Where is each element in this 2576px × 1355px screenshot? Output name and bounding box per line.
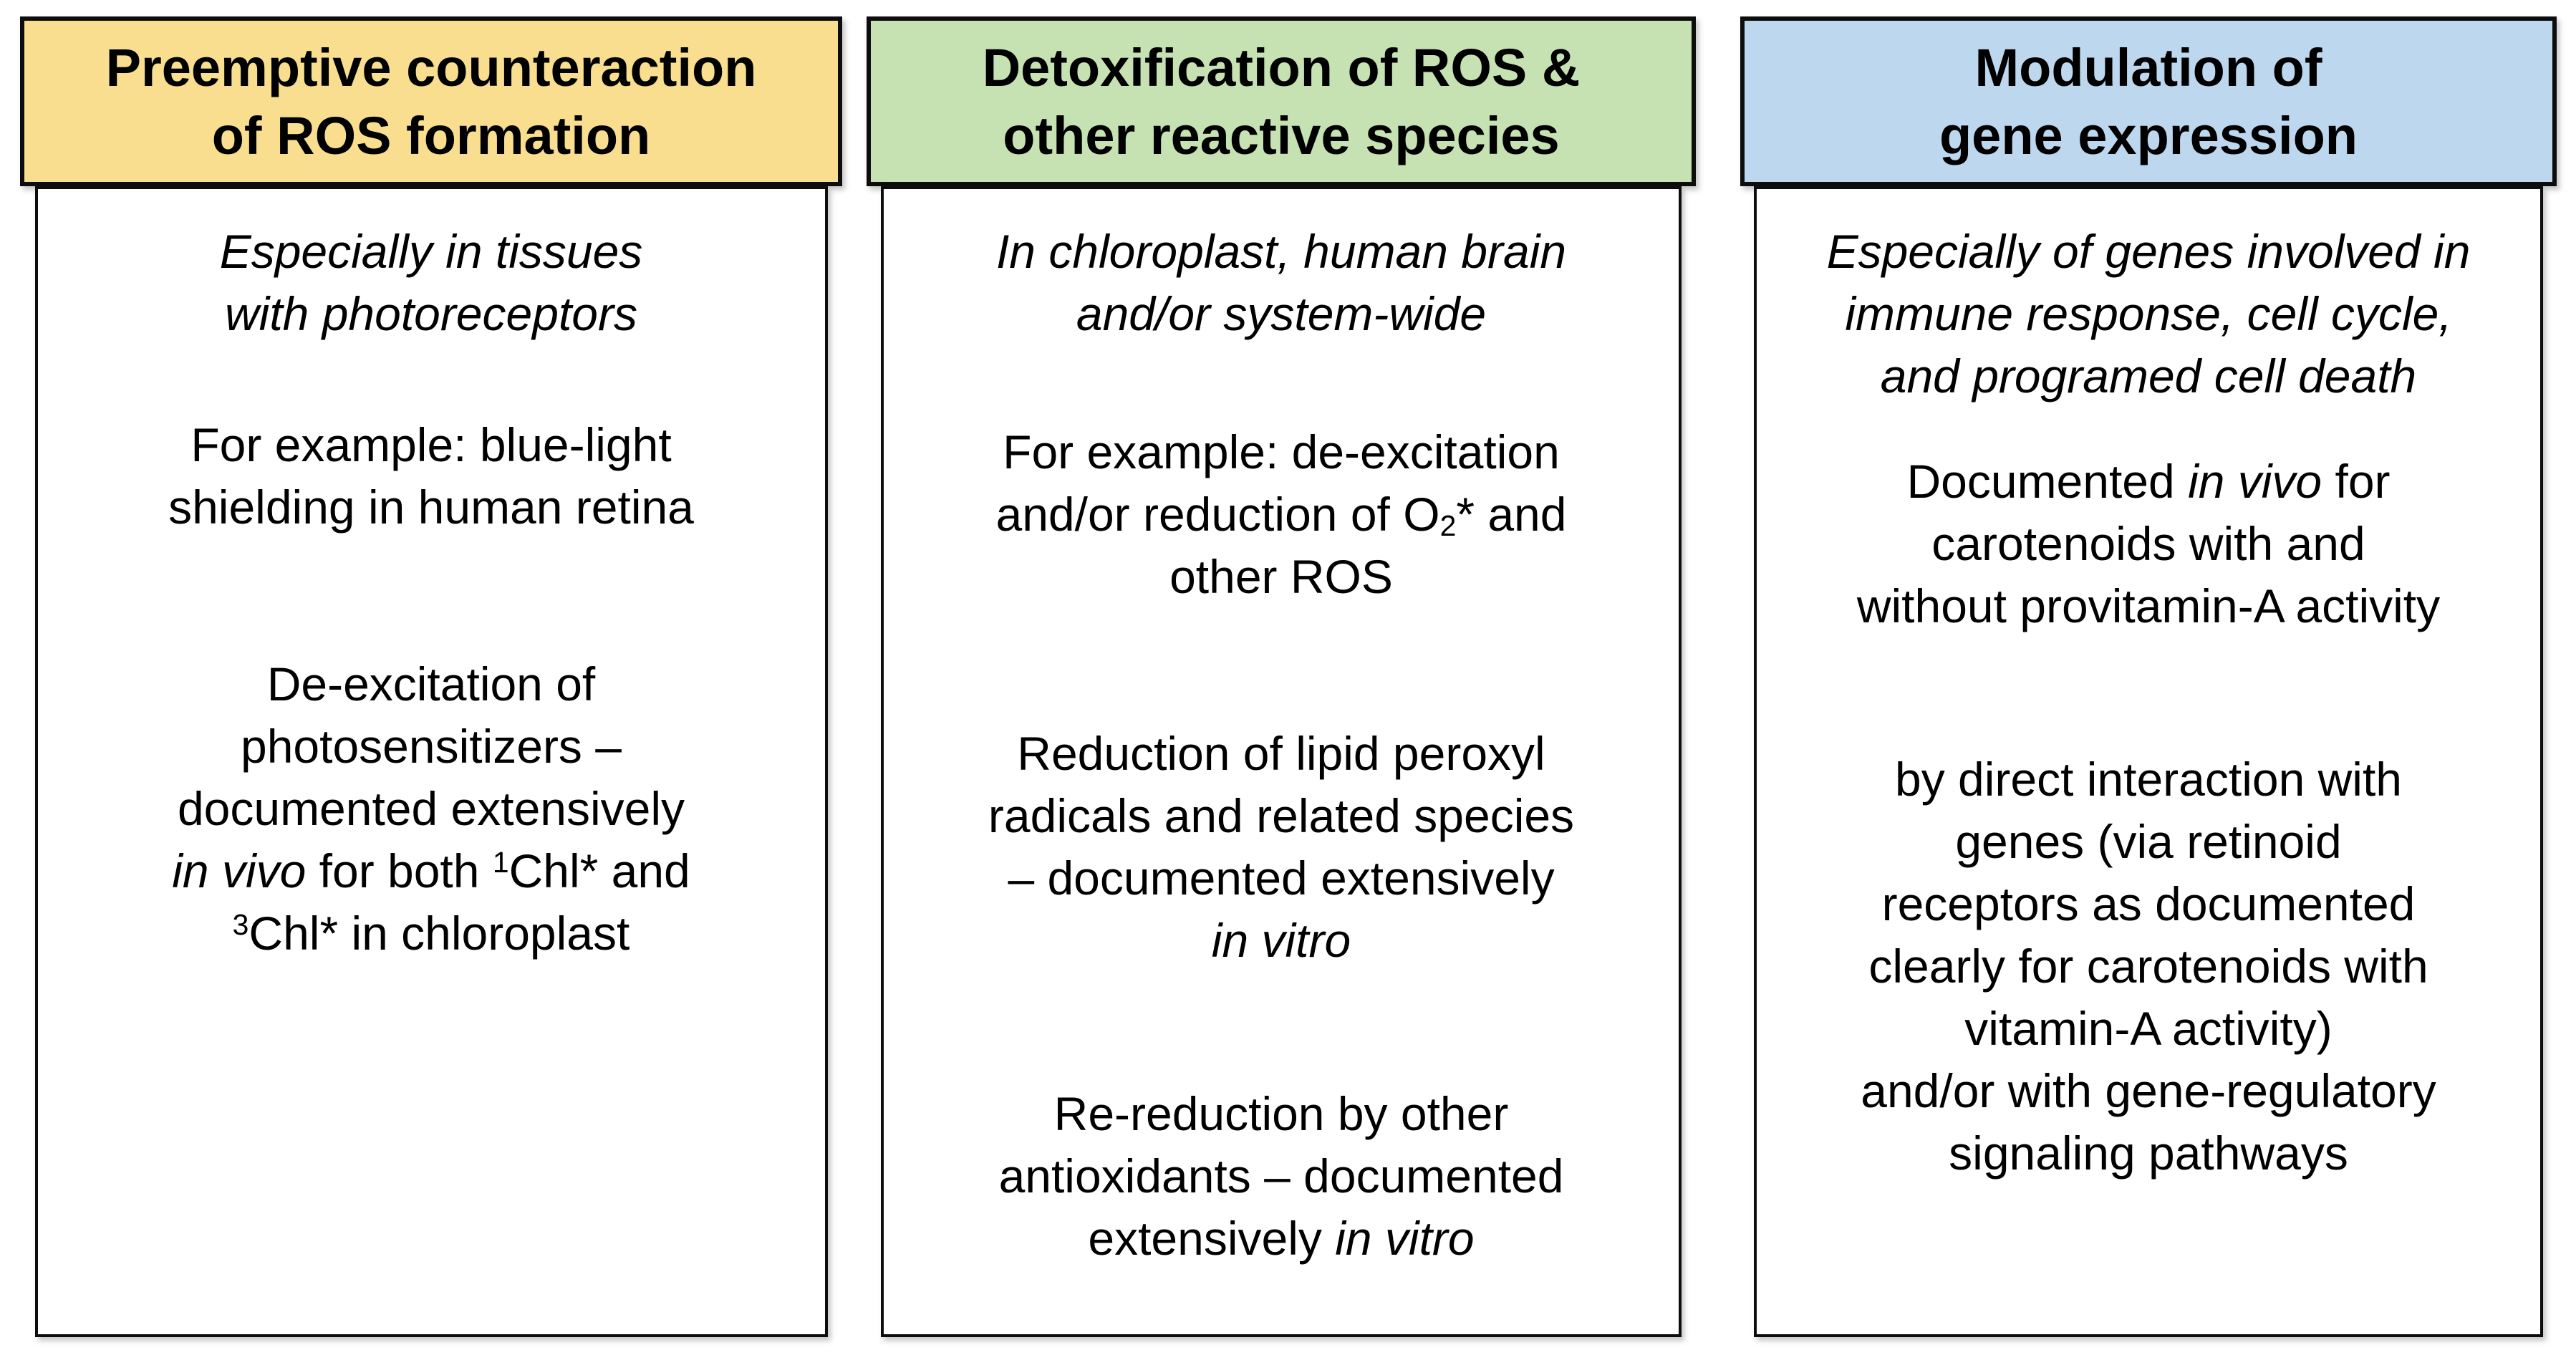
body-paragraph: Reduction of lipid peroxyl radicals and r… [884,723,1679,972]
text-run: vitamin-A activity) [1964,1002,2333,1055]
text-run: Especially of genes involved in [1826,225,2471,278]
text-run: radicals and related species [988,789,1575,842]
column-header-modulation-gene-expression: Modulation of gene expression [1740,16,2557,186]
column-body-modulation-gene-expression: Especially of genes involved in immune re… [1754,186,2543,1337]
text-run: and/or reduction of O [995,488,1440,541]
text-run: and/or with gene-regulatory [1861,1064,2436,1117]
text-run: 3 [232,907,249,941]
text-run: in vivo [2188,455,2322,508]
text-run: 2 [1439,509,1457,543]
text-run: photosensitizers – [241,720,622,773]
text-run: extensively [1088,1212,1336,1265]
body-paragraph: For example: blue-light shielding in huma… [38,414,825,539]
text-run: with photoreceptors [225,287,637,340]
column-header-preemptive-counteraction: Preemptive counteraction of ROS formatio… [20,16,842,186]
body-paragraph: De-excitation of photosensitizers – docume… [38,653,825,965]
text-run: other ROS [1169,550,1393,603]
text-run: for both [306,844,493,897]
text-run: clearly for carotenoids with [1868,940,2428,993]
text-run: antioxidants – documented [998,1149,1564,1202]
text-run: and programed cell death [1880,349,2417,402]
text-run: For example: de-excitation [1003,425,1560,478]
column-body-detoxification: In chloroplast, human brain and/or system… [881,186,1682,1337]
text-run: Chl* and [508,844,690,897]
column-detoxification: Detoxification of ROS & other reactive s… [867,16,1696,1337]
text-run: For example: blue-light [190,418,672,471]
text-run: Documented [1906,455,2189,508]
text-run: for [2322,455,2391,508]
body-paragraph: Especially in tissues with photoreceptors [38,221,825,345]
text-run: shielding in human retina [168,481,694,534]
column-body-preemptive-counteraction: Especially in tissues with photoreceptors… [34,186,828,1337]
text-run: * and [1456,488,1567,541]
text-run: receptors as documented [1881,877,2416,930]
body-paragraph: In chloroplast, human brain and/or system… [884,221,1679,345]
body-paragraph: Especially of genes involved in immune re… [1757,221,2540,408]
body-paragraph: by direct interaction with genes (via ret… [1757,748,2540,1185]
text-run: by direct interaction with [1895,753,2402,806]
text-run: immune response, cell cycle, [1845,287,2452,340]
text-run: and/or system-wide [1076,287,1487,340]
text-run: Reduction of lipid peroxyl [1017,727,1545,780]
text-run: signaling pathways [1949,1127,2348,1180]
text-run: documented extensively [177,782,685,835]
column-modulation-gene-expression: Modulation of gene expression Especially… [1740,16,2557,1337]
body-paragraph: Documented in vivo for carotenoids with a… [1757,450,2540,637]
body-paragraph: Re-reduction by other antioxidants – docu… [884,1083,1679,1270]
body-paragraph: For example: de-excitation and/or reducti… [884,421,1679,608]
text-run: De-excitation of [266,657,596,710]
column-preemptive-counteraction: Preemptive counteraction of ROS formatio… [20,16,842,1337]
text-run: Especially in tissues [219,225,643,278]
text-run: 1 [492,845,509,879]
text-run: Re-reduction by other [1053,1087,1509,1140]
text-run: In chloroplast, human brain [995,225,1567,278]
column-header-detoxification: Detoxification of ROS & other reactive s… [867,16,1696,186]
text-run: in vivo [172,844,307,897]
text-run: without provitamin-A activity [1856,579,2441,632]
text-run: – documented extensively [1008,852,1555,905]
text-run: in vitro [1211,914,1351,967]
text-run: in vitro [1335,1212,1475,1265]
text-run: Chl* in chloroplast [249,907,630,960]
text-run: genes (via retinoid [1955,815,2342,868]
text-run: carotenoids with and [1931,517,2365,570]
